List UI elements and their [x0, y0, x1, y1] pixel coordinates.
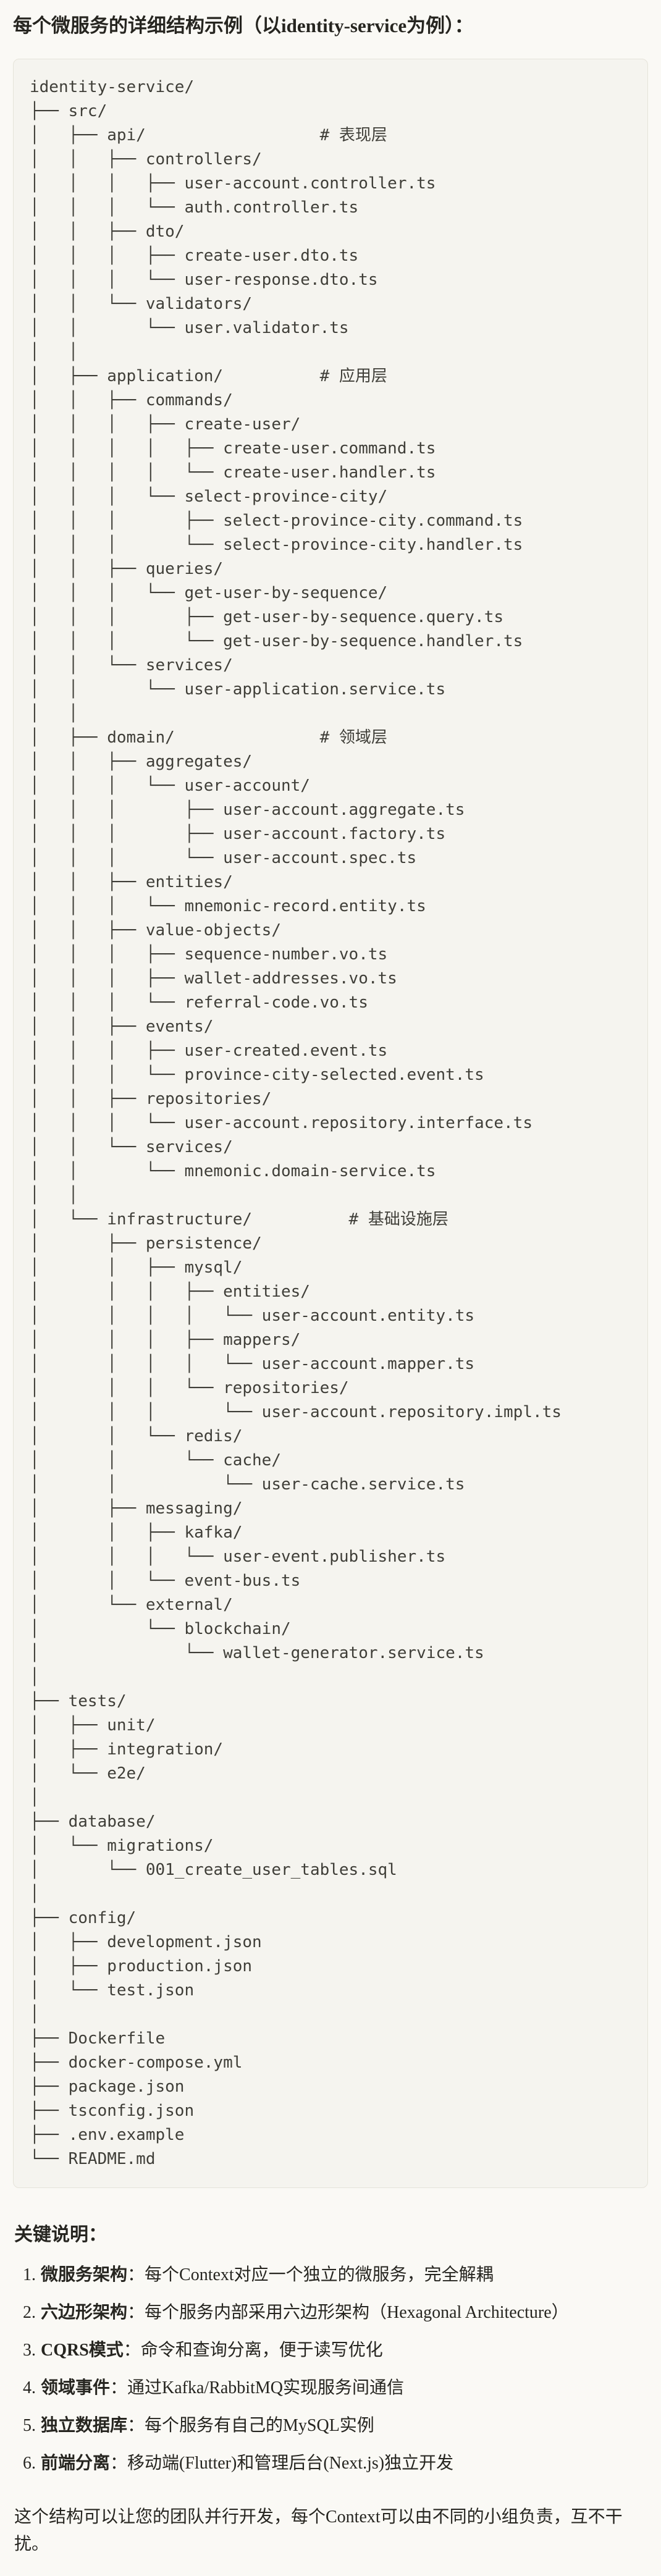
item-number: 2.: [23, 2303, 36, 2323]
page-title: 每个微服务的详细结构示例（以identity-service为例）：: [13, 15, 474, 36]
notes-heading: 关键说明：: [14, 2225, 107, 2246]
item-desc: ：移动端(Flutter)和管理后台(Next.js)独立开发: [110, 2454, 454, 2473]
list-item: 1.微服务架构：每个Context对应一个独立的微服务，完全解耦: [23, 2262, 648, 2288]
item-desc: ：每个Context对应一个独立的微服务，完全解耦: [127, 2265, 494, 2285]
item-term: 前端分离: [41, 2454, 111, 2473]
closing-paragraph: 这个结构可以让您的团队并行开发，每个Context可以由不同的小组负责，互不干扰…: [14, 2507, 623, 2554]
code-block: identity-service/ ├── src/ │ ├── api/ # …: [13, 59, 648, 2189]
item-number: 1.: [23, 2265, 36, 2285]
item-desc: ：通过Kafka/RabbitMQ实现服务间通信: [110, 2378, 404, 2398]
item-term: 领域事件: [41, 2378, 111, 2398]
list-item: 5.独立数据库：每个服务有自己的MySQL实例: [23, 2413, 648, 2439]
list-item: 4.领域事件：通过Kafka/RabbitMQ实现服务间通信: [23, 2375, 648, 2401]
directory-tree: identity-service/ ├── src/ │ ├── api/ # …: [30, 78, 562, 2169]
notes-list: 1.微服务架构：每个Context对应一个独立的微服务，完全解耦 2.六边形架构…: [13, 2262, 648, 2477]
item-number: 5.: [23, 2416, 36, 2436]
item-number: 4.: [23, 2378, 36, 2398]
item-term: 微服务架构: [41, 2265, 128, 2285]
list-item: 3. CQRS模式：命令和查询分离，便于读写优化: [23, 2338, 648, 2363]
item-number: 6.: [23, 2454, 36, 2473]
item-term: CQRS模式: [41, 2341, 124, 2360]
item-desc: ：每个服务有自己的MySQL实例: [127, 2416, 374, 2436]
item-term: 独立数据库: [41, 2416, 128, 2436]
list-item: 6. 前端分离：移动端(Flutter)和管理后台(Next.js)独立开发: [23, 2451, 648, 2477]
item-desc: ：命令和查询分离，便于读写优化: [123, 2341, 383, 2360]
item-desc: ：每个服务内部采用六边形架构（Hexagonal Architecture）: [127, 2303, 569, 2323]
list-item: 2.六边形架构：每个服务内部采用六边形架构（Hexagonal Architec…: [23, 2300, 648, 2326]
message-content: 每个微服务的详细结构示例（以identity-service为例）： ident…: [13, 12, 648, 2557]
item-number: 3.: [23, 2341, 36, 2360]
item-term: 六边形架构: [41, 2303, 128, 2323]
